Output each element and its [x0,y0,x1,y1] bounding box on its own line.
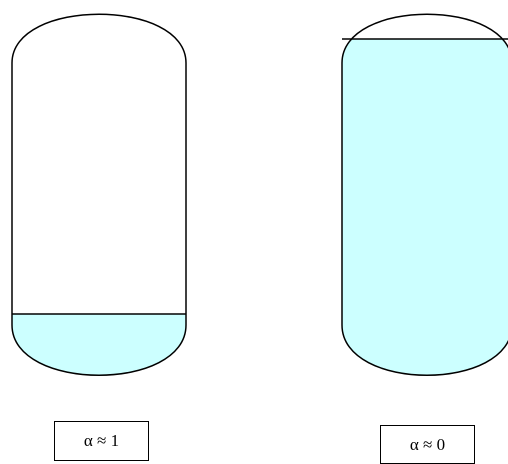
vessel-left-outline [11,13,187,376]
vessel-left-label: α ≈ 1 [54,421,149,461]
vessel-right-label: α ≈ 0 [380,425,475,464]
vessel-right [341,13,508,376]
vessel-right-liquid [342,39,508,376]
vessel-left [11,13,187,376]
vessel-right-outline [341,13,508,376]
